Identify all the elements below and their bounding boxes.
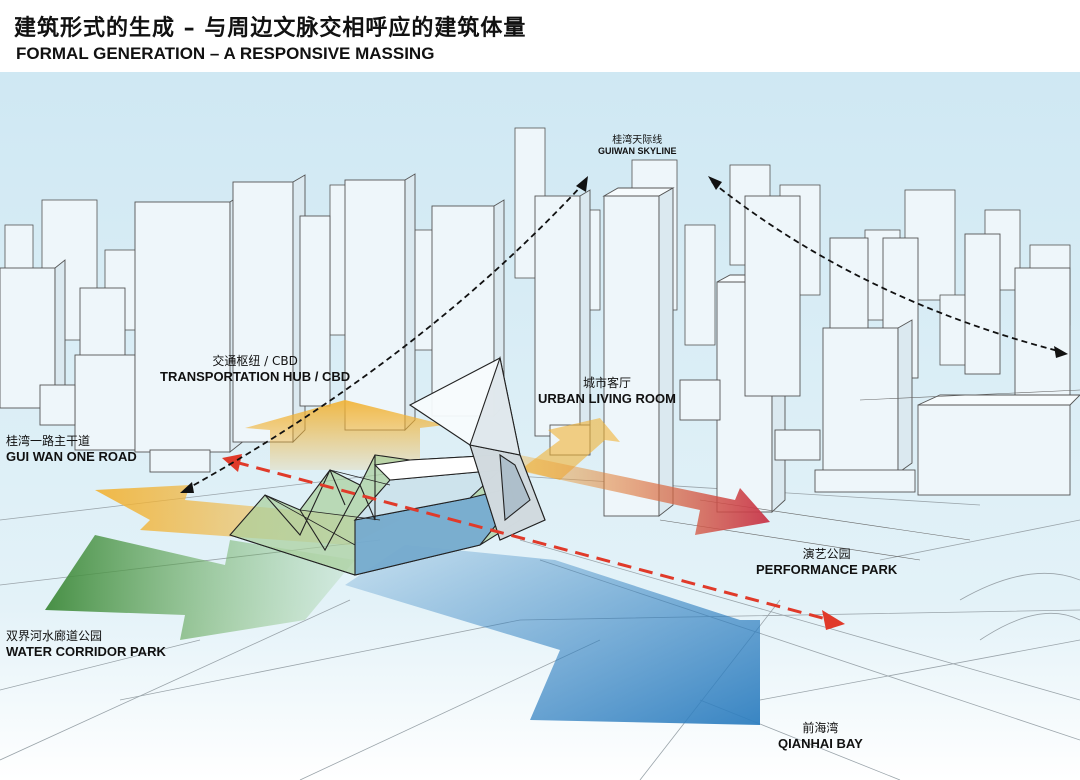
label-urban-living-room: 城市客厅 URBAN LIVING ROOM (538, 374, 676, 406)
label-qianhai-bay: 前海湾 QIANHAI BAY (778, 719, 863, 751)
label-cn: 双界河水廊道公园 (6, 629, 103, 643)
label-transportation-hub: 交通枢纽 / CBD TRANSPORTATION HUB / CBD (160, 352, 350, 384)
label-en: QIANHAI BAY (778, 736, 863, 751)
label-en: URBAN LIVING ROOM (538, 391, 676, 406)
building-massing (229, 355, 546, 576)
foreground-towers (0, 173, 1080, 517)
label-en: PERFORMANCE PARK (756, 562, 898, 577)
green-arrow (45, 535, 355, 640)
label-guiwan-skyline: 桂湾天际线 GUIWAN SKYLINE (598, 131, 677, 156)
black-dashed-arrows (184, 181, 1063, 491)
label-gui-wan-one-road: 桂湾一路主干道 GUI WAN ONE ROAD (6, 432, 137, 464)
label-performance-park: 演艺公园 PERFORMANCE PARK (756, 545, 897, 577)
page-title-cn: 建筑形式的生成 – 与周边文脉交相呼应的建筑体量 (14, 16, 527, 41)
red-arrow (515, 455, 770, 535)
label-cn: 桂湾一路主干道 (6, 434, 91, 448)
label-cn: 交通枢纽 / CBD (212, 354, 298, 368)
blue-arrow (345, 545, 760, 725)
page-title-en: FORMAL GENERATION – A RESPONSIVE MASSING (16, 44, 435, 63)
label-cn: 前海湾 (802, 721, 839, 735)
arrowheads (180, 176, 1068, 493)
label-en: GUI WAN ONE ROAD (6, 449, 137, 464)
label-water-corridor-park: 双界河水廊道公园 WATER CORRIDOR PARK (6, 627, 166, 659)
label-cn: 城市客厅 (582, 376, 631, 390)
label-cn: 演艺公园 (802, 547, 851, 561)
label-cn: 桂湾天际线 (612, 135, 663, 146)
label-en: TRANSPORTATION HUB / CBD (160, 369, 351, 384)
yellow-arrow-hub (245, 400, 445, 470)
label-en: WATER CORRIDOR PARK (6, 644, 166, 659)
label-en: GUIWAN SKYLINE (598, 146, 677, 156)
